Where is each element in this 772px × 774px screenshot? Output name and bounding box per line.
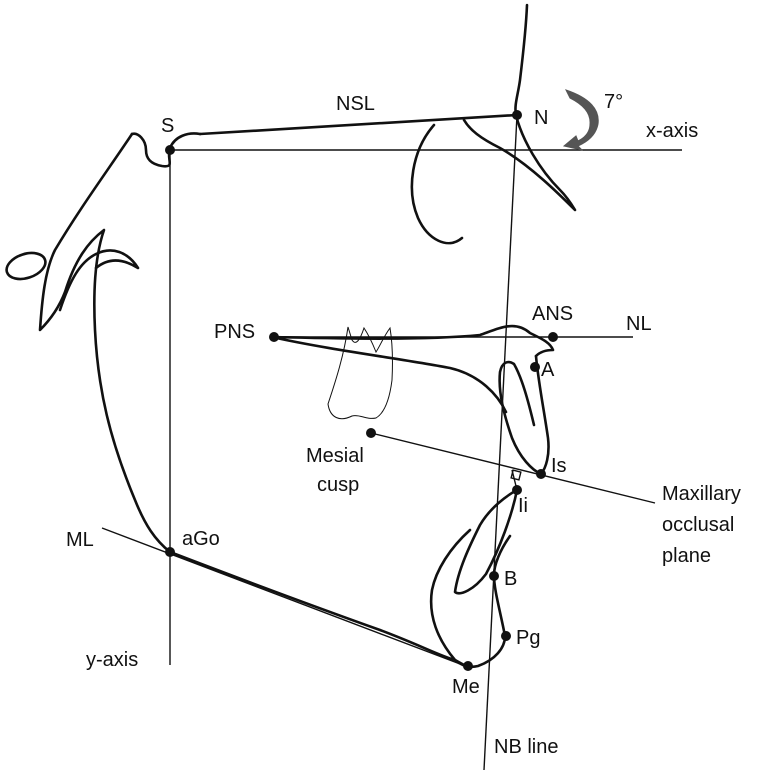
ml-line xyxy=(101,527,469,668)
label-ii: Ii xyxy=(518,495,528,517)
label-n: N xyxy=(534,107,548,129)
label-a: A xyxy=(541,359,555,381)
point-ii xyxy=(512,485,522,495)
maxillary-occlusal-plane-line xyxy=(370,432,656,504)
point-pg xyxy=(501,631,511,641)
label-s: S xyxy=(161,115,174,137)
label-b: B xyxy=(504,568,517,590)
palatal-contour xyxy=(270,324,555,358)
label-ago: aGo xyxy=(182,528,220,550)
point-b xyxy=(489,571,499,581)
point-a xyxy=(530,362,540,372)
posterior-cranial-contour xyxy=(38,132,172,554)
right-angle-marker xyxy=(510,469,522,481)
nsl-line xyxy=(198,113,519,136)
label-ml: ML xyxy=(66,529,94,551)
label-y-axis: y-axis xyxy=(86,649,138,671)
point-me xyxy=(463,661,473,671)
point-pns xyxy=(269,332,279,342)
label-mesial: Mesial xyxy=(306,445,364,467)
label-nl: NL xyxy=(626,313,652,335)
label-is: Is xyxy=(551,455,567,477)
label-occlusal: occlusal xyxy=(662,514,734,536)
label-cusp: cusp xyxy=(317,474,359,496)
point-ans xyxy=(548,332,558,342)
label-nb-line: NB line xyxy=(494,736,558,758)
point-is xyxy=(536,469,546,479)
mandibular-border xyxy=(168,550,470,669)
upper-molar xyxy=(327,326,393,420)
lower-incisor xyxy=(453,488,519,595)
maxilla-lower-contour xyxy=(270,335,508,414)
nb-line xyxy=(483,114,518,771)
label-x-axis: x-axis xyxy=(646,120,698,142)
label-me: Me xyxy=(452,676,480,698)
sella-contour xyxy=(130,132,202,168)
orbit-contour xyxy=(410,123,464,245)
label-nsl: NSL xyxy=(336,93,375,115)
label-pg: Pg xyxy=(516,627,540,649)
upper-incisor xyxy=(498,354,550,476)
label-plane: plane xyxy=(662,545,711,567)
ear-rod-ellipse xyxy=(5,251,47,281)
point-ago xyxy=(165,547,175,557)
rotation-arrow xyxy=(562,89,599,151)
point-mesial-cusp xyxy=(366,428,376,438)
condyle-contour xyxy=(58,249,140,312)
label-maxillary: Maxillary xyxy=(662,483,741,505)
label-angle: 7° xyxy=(604,91,623,113)
label-pns: PNS xyxy=(214,321,255,343)
label-ans: ANS xyxy=(532,303,573,325)
nasion-profile xyxy=(462,3,577,212)
point-n xyxy=(512,110,522,120)
point-s xyxy=(165,145,175,155)
